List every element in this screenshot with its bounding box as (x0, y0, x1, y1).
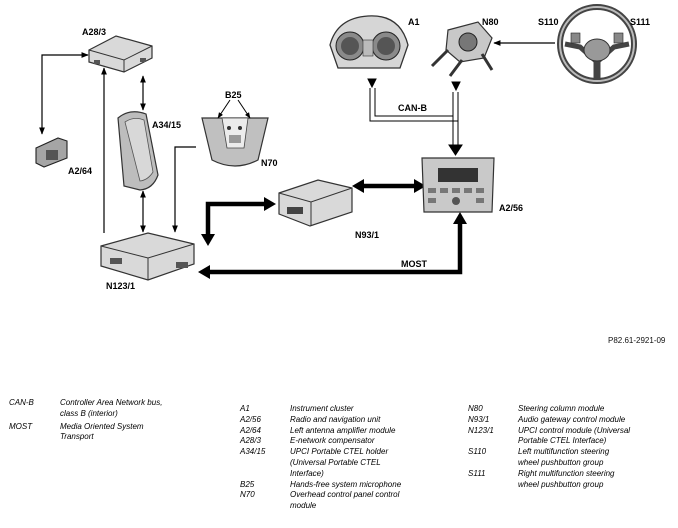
label-most: MOST (401, 259, 428, 269)
figure-reference: P82.61-2921-09 (608, 336, 666, 345)
label-a28-3: A28/3 (82, 27, 106, 37)
label-n123-1: N123/1 (106, 281, 135, 291)
label-a34-15: A34/15 (152, 120, 181, 130)
label-n80: N80 (482, 17, 499, 27)
abbreviation-legend: CAN-B Controller Area Network bus, class… (9, 398, 209, 445)
line-n70-n123 (172, 146, 196, 233)
label-a2-64: A2/64 (68, 166, 92, 176)
label-s110: S110 (538, 17, 559, 27)
wiring-diagram: A1 N80 S110 S111 A28/3 A34/15 B25 N70 A2… (35, 4, 650, 291)
abbreviation-key: MOST (9, 421, 33, 431)
label-b25: B25 (225, 90, 242, 100)
ctel-holder-drawing (117, 111, 159, 191)
b25-pointers (217, 99, 251, 119)
label-n70: N70 (261, 158, 278, 168)
label-s111: S111 (630, 17, 650, 27)
abbreviation-text: Media Oriented System (60, 421, 144, 431)
component-labels: A1 N80 S110 S111 A28/3 A34/15 B25 N70 A2… (68, 17, 650, 291)
most-bus (205, 183, 463, 275)
line-a28-a264 (39, 52, 89, 135)
steering-column-module-drawing (430, 21, 494, 77)
abbreviation-text: class B (interior) (60, 408, 118, 418)
radio-navigation-drawing (421, 157, 495, 213)
steering-wheel-drawing (557, 4, 637, 84)
abbreviation-row: MOST Media Oriented System Transport (9, 422, 209, 444)
label-canb: CAN-B (398, 103, 427, 113)
upci-control-module-drawing (100, 232, 195, 281)
audio-gateway-drawing (278, 179, 353, 227)
abbreviation-text: Transport (60, 432, 94, 442)
thin-connections (39, 40, 555, 233)
abbreviation-key: CAN-B (9, 398, 34, 407)
label-n93-1: N93/1 (355, 230, 379, 240)
abbreviation-text: Controller Area Network bus, (60, 398, 163, 407)
abbreviation-row: CAN-B Controller Area Network bus, class… (9, 398, 209, 420)
e-network-compensator-drawing (88, 35, 153, 73)
label-a2-56: A2/56 (499, 203, 523, 213)
instrument-cluster-drawing (329, 15, 409, 69)
canb-bus (367, 78, 463, 156)
antenna-amplifier-drawing (35, 137, 68, 168)
label-a1: A1 (408, 17, 420, 27)
overhead-panel-drawing (201, 117, 269, 167)
